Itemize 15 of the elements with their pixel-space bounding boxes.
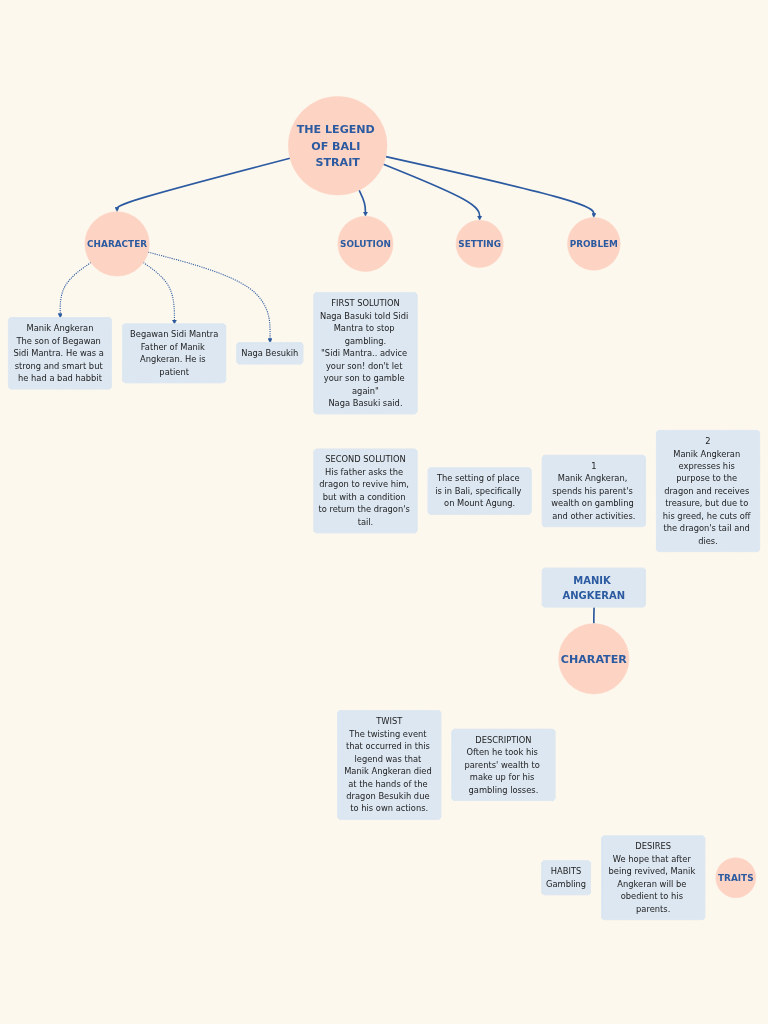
arrow — [57, 261, 92, 319]
node-circle: CHARATER — [558, 623, 630, 695]
arrow — [382, 163, 483, 221]
connector — [593, 606, 595, 625]
arrow — [147, 251, 273, 344]
arrow — [142, 261, 177, 325]
node-circle: CHARACTER — [84, 211, 150, 277]
node-circle: SOLUTION — [337, 216, 394, 272]
arrow — [358, 189, 368, 217]
node-circle: PROBLEM — [567, 217, 621, 271]
arrow — [114, 157, 291, 212]
node-circle: TRAITS — [715, 857, 756, 898]
arrow — [385, 155, 597, 218]
node-circle: THE LEGEND OF BALI STRAIT — [288, 96, 388, 196]
node-circle: SETTING — [455, 220, 504, 268]
